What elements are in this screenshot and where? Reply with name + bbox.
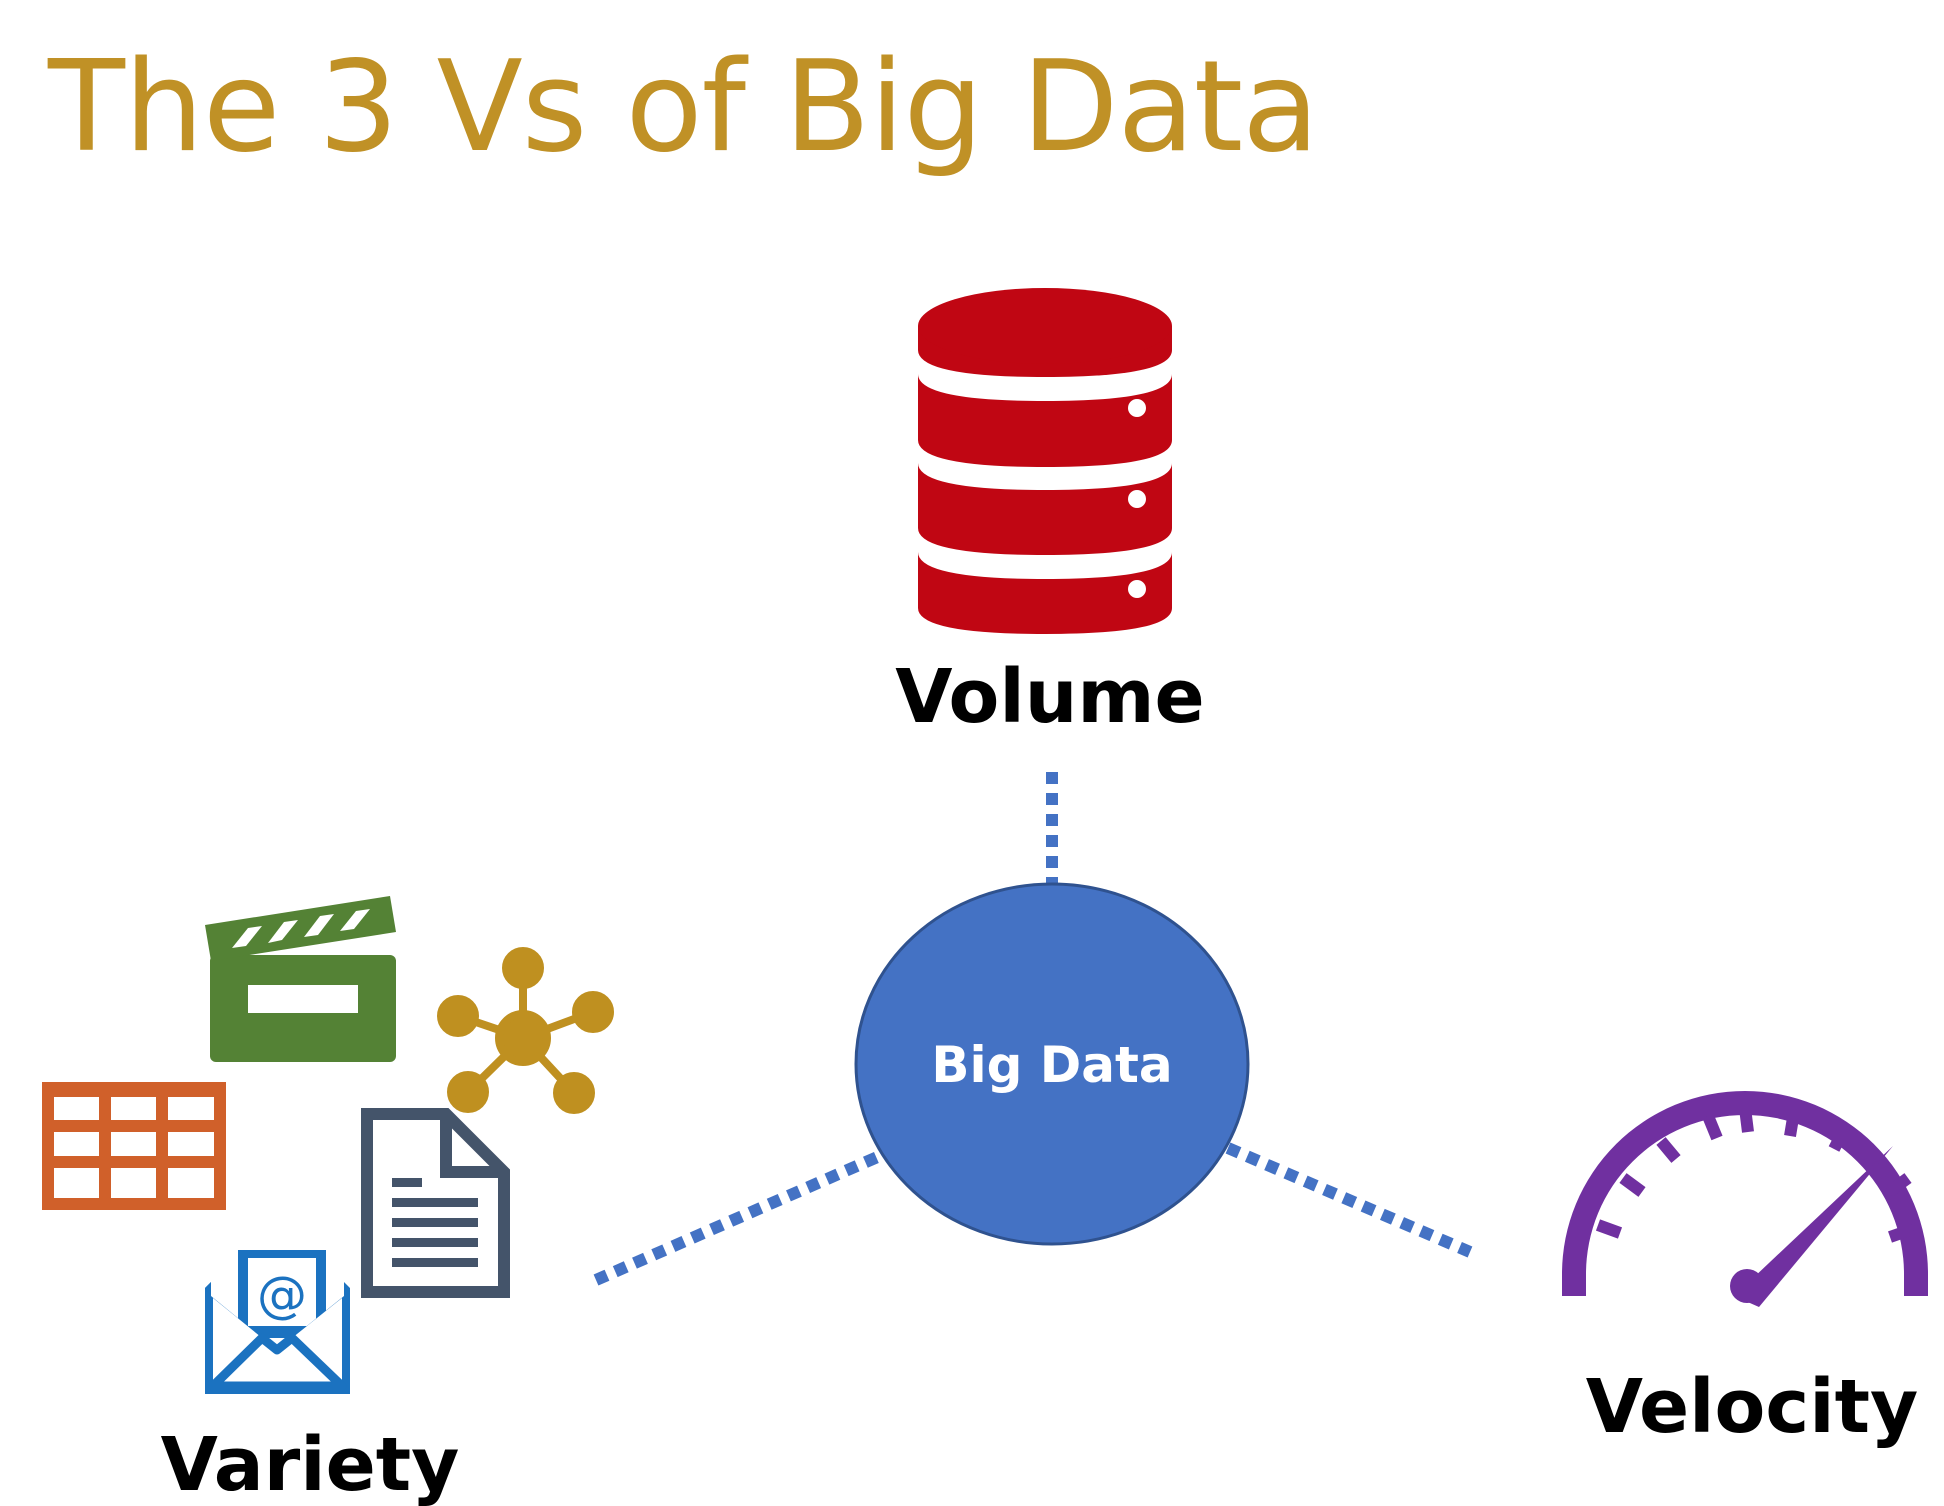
big-data-label: Big Data (931, 1036, 1172, 1094)
velocity-label: Velocity (1586, 1364, 1918, 1450)
slide-title: The 3 Vs of Big Data (48, 33, 1319, 180)
document-icon (361, 1108, 510, 1298)
connector-variety (593, 1149, 885, 1286)
variety-label: Variety (161, 1422, 460, 1506)
connector-velocity (1225, 1142, 1473, 1258)
network-hub-icon (437, 947, 614, 1114)
database-icon (918, 288, 1172, 634)
table-grid-icon (42, 1082, 226, 1210)
video-clapperboard-icon (205, 896, 396, 1062)
svg-text:@: @ (257, 1266, 307, 1324)
volume-label: Volume (895, 654, 1204, 740)
big-data-node: Big Data (854, 882, 1250, 1246)
speedometer-icon (1562, 1091, 1928, 1307)
email-envelope-icon: @ (205, 1235, 350, 1394)
